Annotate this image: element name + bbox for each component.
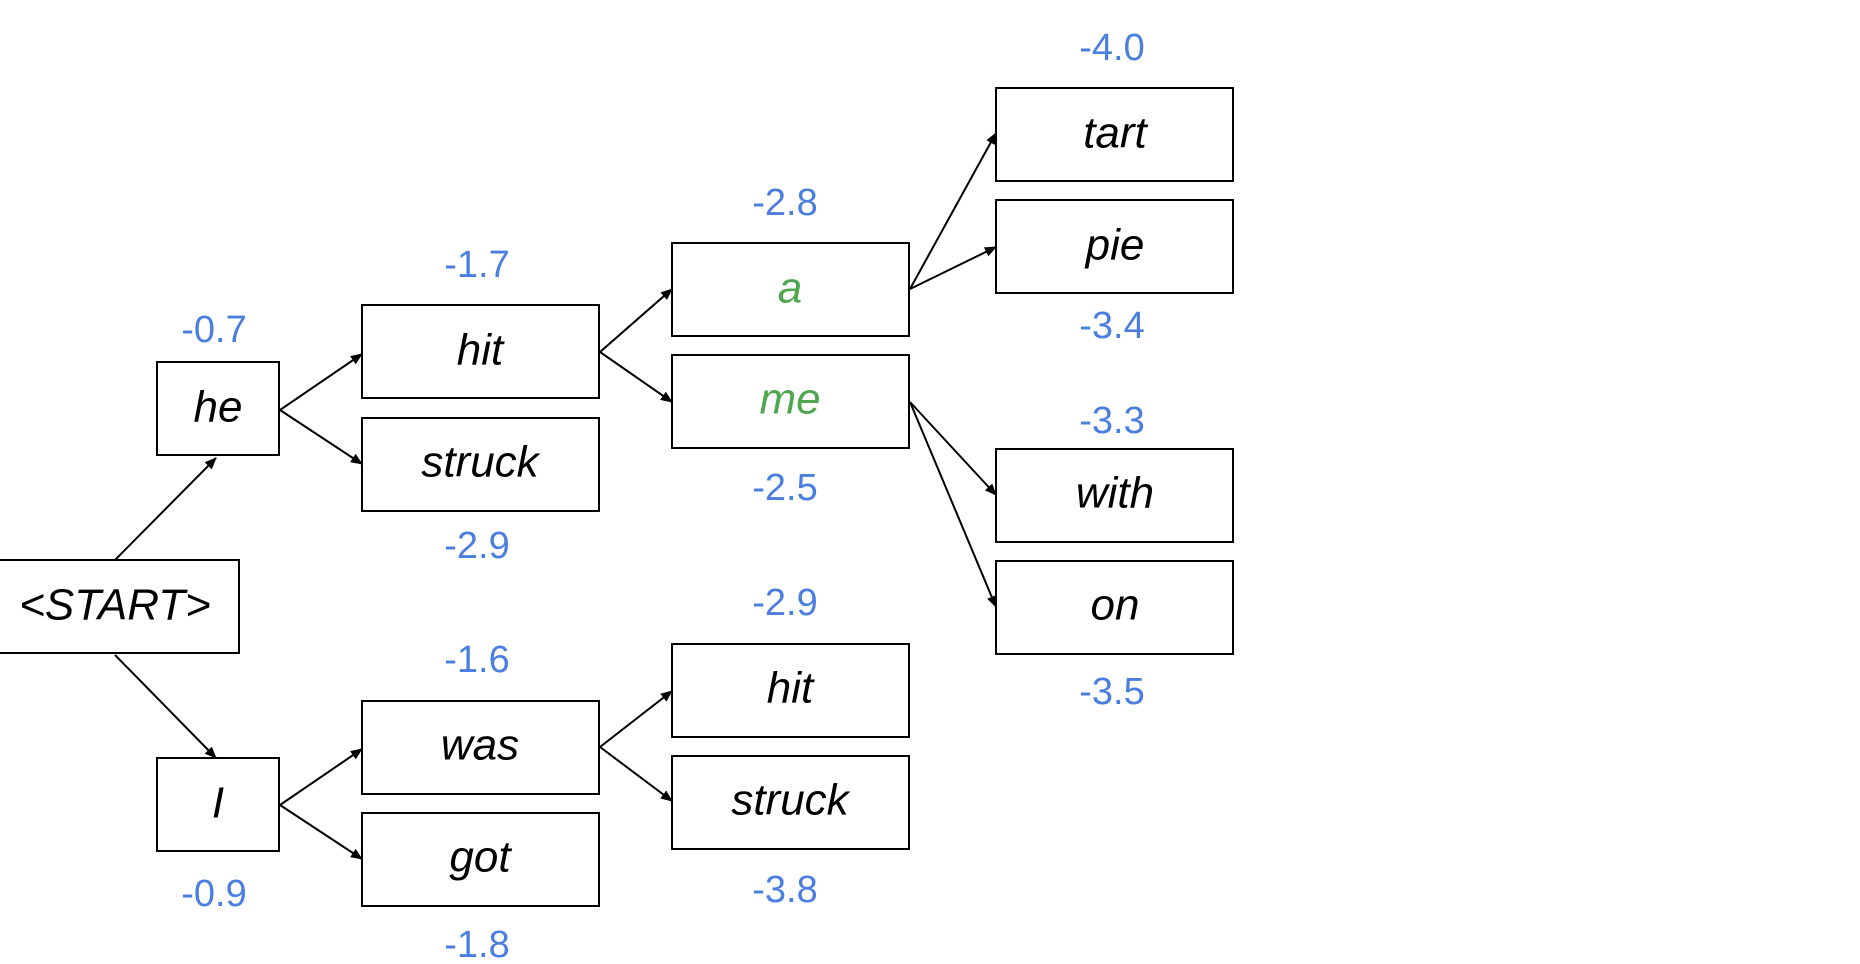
node-pie-label: pie xyxy=(1084,221,1145,270)
edge-was-struck xyxy=(599,746,673,802)
node-struck: struck -2.9 xyxy=(361,417,600,567)
node-got: got -1.8 xyxy=(361,812,600,964)
edge-start-he xyxy=(114,457,217,561)
node-struck-score: -2.9 xyxy=(444,525,509,567)
node-me: me -2.5 xyxy=(671,354,910,509)
edge-me-with xyxy=(909,401,997,496)
node-was-score: -1.6 xyxy=(444,639,509,681)
node-was-hit-score: -2.9 xyxy=(752,582,817,624)
node-was-label: was xyxy=(441,721,519,770)
node-hit: hit -1.7 xyxy=(361,244,600,399)
node-a-label: a xyxy=(778,264,802,313)
node-was-struck-score: -3.8 xyxy=(752,869,817,911)
node-pie: pie -3.4 xyxy=(995,199,1234,347)
node-tart: tart -4.0 xyxy=(995,27,1234,182)
node-start-label: <START> xyxy=(19,581,211,630)
node-i: I -0.9 xyxy=(156,757,280,915)
edge-he-hit xyxy=(279,353,363,411)
node-with-label: with xyxy=(1076,469,1154,518)
node-he: he -0.7 xyxy=(156,309,280,456)
node-me-label: me xyxy=(759,375,820,424)
edge-he-struck xyxy=(279,409,363,465)
node-was-hit-label: hit xyxy=(767,664,815,713)
edges xyxy=(114,132,997,860)
edge-hit-a xyxy=(599,288,673,353)
node-was-struck-label: struck xyxy=(731,776,850,825)
edge-i-got xyxy=(279,804,363,860)
node-hit-label: hit xyxy=(457,326,505,375)
node-hit-score: -1.7 xyxy=(444,244,509,286)
node-on: on -3.5 xyxy=(995,560,1234,713)
node-a: a -2.8 xyxy=(671,182,910,337)
node-he-score: -0.7 xyxy=(181,309,246,351)
node-me-score: -2.5 xyxy=(752,467,817,509)
node-was-hit: hit -2.9 xyxy=(671,582,910,738)
node-on-score: -3.5 xyxy=(1079,671,1144,713)
node-with: with -3.3 xyxy=(995,400,1234,543)
node-tart-score: -4.0 xyxy=(1079,27,1144,69)
node-i-label: I xyxy=(212,779,224,828)
node-got-score: -1.8 xyxy=(444,924,509,964)
edge-me-on xyxy=(909,401,997,608)
node-a-score: -2.8 xyxy=(752,182,817,224)
edge-hit-me xyxy=(599,351,673,403)
node-on-label: on xyxy=(1091,581,1140,630)
node-he-label: he xyxy=(194,383,243,432)
nodes: <START> he -0.7 I -0.9 hit -1.7 struck -… xyxy=(0,27,1234,964)
node-got-label: got xyxy=(449,833,512,882)
edge-a-tart xyxy=(909,132,997,290)
edge-start-i xyxy=(114,654,217,759)
node-was: was -1.6 xyxy=(361,639,600,795)
node-with-score: -3.3 xyxy=(1079,400,1144,442)
edge-i-was xyxy=(279,748,363,806)
edge-was-hit xyxy=(599,690,673,748)
edge-a-pie xyxy=(909,246,997,290)
node-start: <START> xyxy=(0,559,240,654)
node-tart-label: tart xyxy=(1083,109,1148,158)
node-was-struck: struck -3.8 xyxy=(671,755,910,911)
node-i-score: -0.9 xyxy=(181,873,246,915)
node-pie-score: -3.4 xyxy=(1079,305,1144,347)
node-struck-label: struck xyxy=(421,438,540,487)
